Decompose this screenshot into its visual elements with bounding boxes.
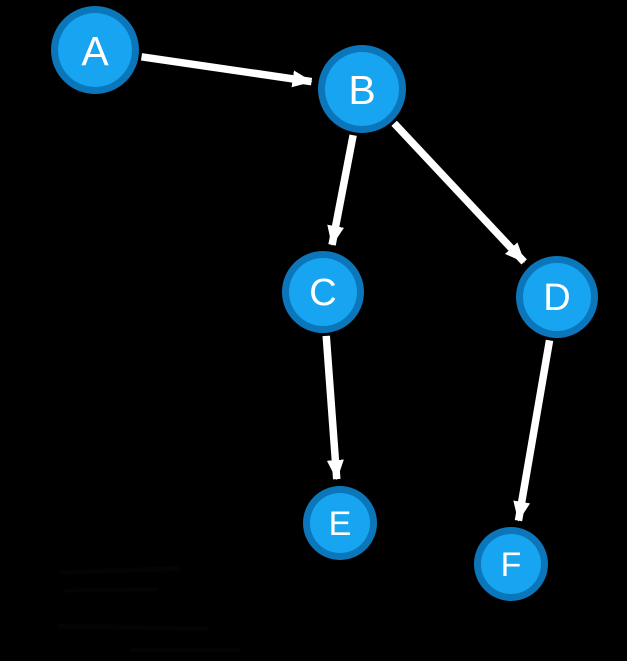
graph-node-F[interactable]: F [474,527,548,601]
graph-edge-C-E [322,335,344,481]
graph-node-B[interactable]: B [318,45,406,133]
graph-edge-D-F [513,339,554,522]
node-body [310,493,370,553]
node-body [289,258,357,326]
graph-node-C[interactable]: C [282,251,364,333]
graph-node-D[interactable]: D [516,256,598,338]
graph-node-E[interactable]: E [303,486,377,560]
graph-edge-B-D [391,120,527,265]
node-body [481,534,541,594]
graph-edge-B-C [327,134,357,246]
node-body [58,13,132,87]
node-body [523,263,591,331]
graph-node-A[interactable]: A [51,6,139,94]
node-body [325,52,399,126]
graph-edge-A-B [140,53,313,88]
